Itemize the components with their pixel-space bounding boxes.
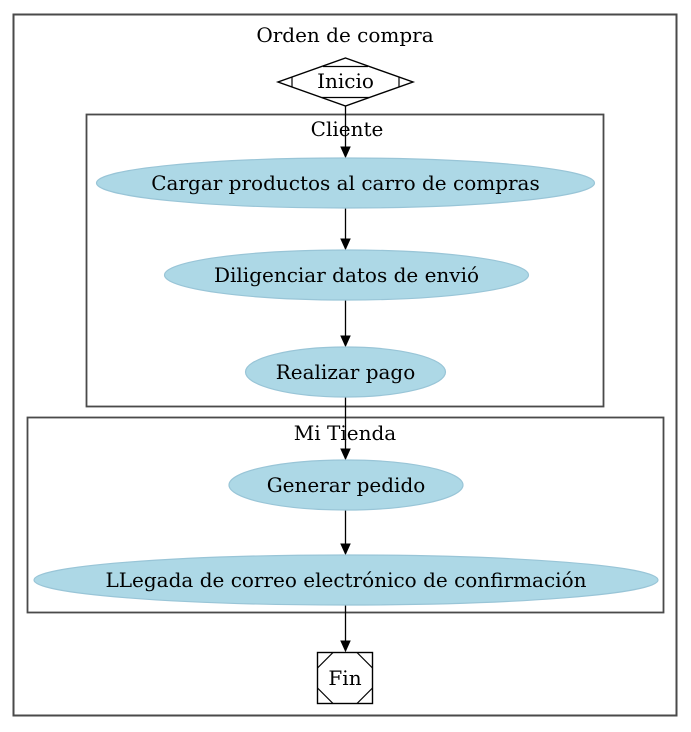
edge-inicio-to-cargar bbox=[340, 106, 351, 159]
msquare-br-cut bbox=[356, 687, 373, 704]
process-ellipse bbox=[244, 346, 447, 398]
node-llegada-correo: LLegada de correo electrónico de confirm… bbox=[33, 554, 659, 606]
process-ellipse bbox=[95, 157, 596, 209]
edge-pago-to-pedido bbox=[340, 397, 351, 461]
cluster-cliente-label: Cliente bbox=[311, 117, 384, 141]
msquare-tr-cut bbox=[356, 652, 373, 669]
node-label: Generar pedido bbox=[267, 473, 426, 497]
process-ellipse bbox=[228, 459, 464, 511]
arrowhead-icon bbox=[340, 543, 351, 556]
mdiamond-shape bbox=[275, 57, 416, 107]
node-label: Realizar pago bbox=[276, 360, 416, 384]
node-cargar-productos: Cargar productos al carro de compras bbox=[95, 157, 596, 209]
arrowhead-icon bbox=[340, 146, 351, 159]
edge-pedido-to-correo bbox=[340, 510, 351, 556]
start-node-label: Inicio bbox=[317, 69, 374, 93]
node-realizar-pago: Realizar pago bbox=[244, 346, 447, 398]
arrowhead-icon bbox=[340, 448, 351, 461]
arrowhead-icon bbox=[340, 238, 351, 251]
diagram-title: Orden de compra bbox=[256, 23, 433, 47]
process-ellipse bbox=[163, 249, 530, 301]
node-label: Cargar productos al carro de compras bbox=[151, 171, 540, 195]
node-label: LLegada de correo electrónico de confirm… bbox=[105, 568, 586, 592]
end-node-label: Fin bbox=[328, 666, 361, 690]
end-node-fin: Fin bbox=[316, 651, 374, 705]
msquare-bl-cut bbox=[317, 687, 334, 704]
arrowhead-icon bbox=[340, 640, 351, 653]
node-label: Diligenciar datos de envió bbox=[214, 263, 479, 287]
edge-diligenciar-to-pago bbox=[340, 300, 351, 348]
arrowhead-icon bbox=[340, 335, 351, 348]
msquare-shape bbox=[316, 651, 374, 705]
node-diligenciar-datos: Diligenciar datos de envió bbox=[163, 249, 530, 301]
process-ellipse bbox=[33, 554, 659, 606]
edge-cargar-to-diligenciar bbox=[340, 208, 351, 251]
msquare-tl-cut bbox=[317, 652, 334, 669]
cluster-mi-tienda-label: Mi Tienda bbox=[294, 421, 396, 445]
edge-correo-to-fin bbox=[340, 605, 351, 653]
node-generar-pedido: Generar pedido bbox=[228, 459, 464, 511]
diagram-outer-border bbox=[12, 13, 678, 717]
start-node-inicio: Inicio bbox=[275, 57, 416, 107]
